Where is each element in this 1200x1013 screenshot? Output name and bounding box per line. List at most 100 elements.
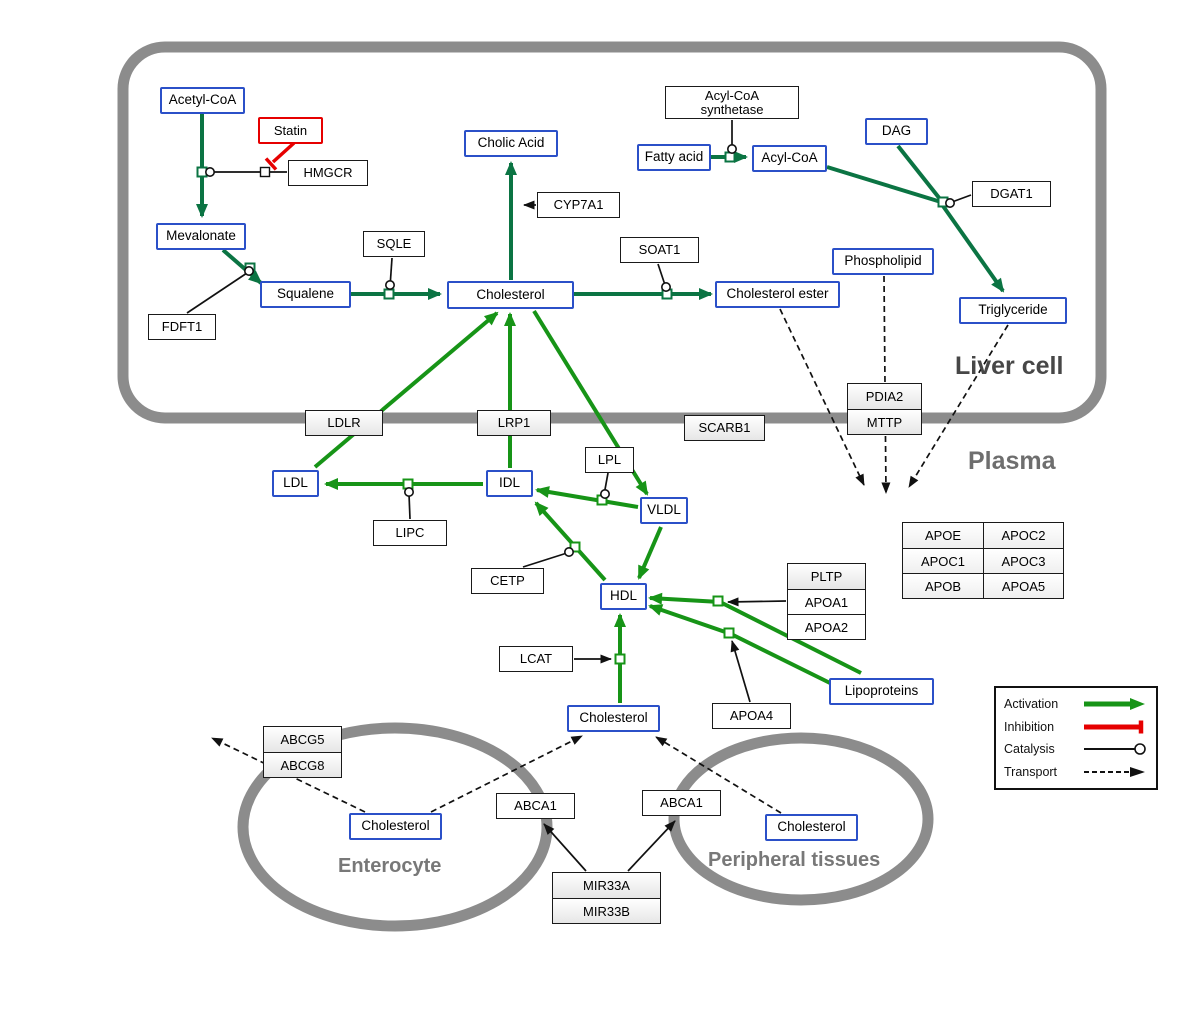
stack-mir33: MIR33A MIR33B xyxy=(552,872,661,924)
edge-cholesterolester-plasma xyxy=(779,308,865,486)
node-cholesterol-liver[interactable]: Cholesterol xyxy=(447,281,574,309)
node-fdft1[interactable]: FDFT1 xyxy=(148,314,216,340)
node-cholesterol-plasma[interactable]: Cholesterol xyxy=(567,705,660,732)
edge-fdft1-catalysis xyxy=(186,272,248,314)
catalysis-anchors xyxy=(205,144,955,557)
node-acetyl-coa[interactable]: Acetyl-CoA xyxy=(160,87,245,114)
node-cetp[interactable]: CETP xyxy=(471,568,544,594)
legend-transport-label: Transport xyxy=(1004,764,1058,779)
conversion-edges xyxy=(196,114,1005,300)
node-acyl-coa-synthetase[interactable]: Acyl-CoA synthetase xyxy=(665,86,799,119)
node-statin[interactable]: Statin xyxy=(258,117,323,144)
activation-edges xyxy=(313,309,862,703)
node-apob[interactable]: APOB xyxy=(903,573,983,598)
peripheral-tissues-label: Peripheral tissues xyxy=(708,849,881,871)
node-apoa2[interactable]: APOA2 xyxy=(788,614,865,639)
legend-activation: Activation xyxy=(1004,693,1148,715)
node-idl[interactable]: IDL xyxy=(486,470,533,497)
node-dgat1[interactable]: DGAT1 xyxy=(972,181,1051,207)
enterocyte-label: Enterocyte xyxy=(338,855,442,877)
edge-mir33-abca1-left xyxy=(543,823,587,872)
node-lipoproteins[interactable]: Lipoproteins xyxy=(829,678,934,705)
node-ldlr[interactable]: LDLR xyxy=(305,410,383,436)
catalysis-symbol xyxy=(1084,743,1146,756)
node-abcg8[interactable]: ABCG8 xyxy=(264,752,341,777)
node-cholic-acid[interactable]: Cholic Acid xyxy=(464,130,558,157)
legend-catalysis-label: Catalysis xyxy=(1004,742,1055,757)
edge-triglyceride-plasma xyxy=(908,324,1009,488)
node-apoc1[interactable]: APOC1 xyxy=(903,548,983,573)
node-squalene[interactable]: Squalene xyxy=(260,281,351,308)
node-lrp1[interactable]: LRP1 xyxy=(477,410,551,436)
edge-apoa4-arrow xyxy=(730,640,751,703)
node-vldl[interactable]: VLDL xyxy=(640,497,688,524)
stack-pltp-apoa1-apoa2: PLTP APOA1 APOA2 xyxy=(787,563,866,640)
node-abcg5[interactable]: ABCG5 xyxy=(264,727,341,752)
node-cholesterol-peripheral[interactable]: Cholesterol xyxy=(765,814,858,841)
node-apoa5[interactable]: APOA5 xyxy=(983,573,1063,598)
edge-peripheral-to-plasma-cholesterol xyxy=(655,736,782,814)
node-lcat[interactable]: LCAT xyxy=(499,646,573,672)
node-cyp7a1[interactable]: CYP7A1 xyxy=(537,192,620,218)
edge-vldl-idl xyxy=(535,486,639,509)
node-apoe[interactable]: APOE xyxy=(903,523,983,548)
legend-transport: Transport xyxy=(1004,761,1148,783)
edge-mir33-abca1-right xyxy=(627,820,676,872)
legend: Activation Inhibition Catalysis Transpor… xyxy=(994,686,1158,790)
activation-symbol xyxy=(1084,698,1145,711)
edge-dgat1-catalysis xyxy=(951,194,972,203)
edge-lipc-catalysis xyxy=(408,493,411,520)
edge-mevalonate-squalene xyxy=(221,248,263,285)
acs-line2: synthetase xyxy=(700,101,764,117)
liver-cell-label: Liver cell xyxy=(955,352,1064,380)
legend-catalysis: Catalysis xyxy=(1004,738,1148,760)
node-phospholipid[interactable]: Phospholipid xyxy=(832,248,934,275)
node-apoa4[interactable]: APOA4 xyxy=(712,703,791,729)
node-hmgcr[interactable]: HMGCR xyxy=(288,160,368,186)
legend-activation-label: Activation xyxy=(1004,697,1059,712)
node-hdl[interactable]: HDL xyxy=(600,583,647,610)
node-apoa1[interactable]: APOA1 xyxy=(788,589,865,614)
edge-cetp-catalysis xyxy=(522,552,568,568)
node-lpl[interactable]: LPL xyxy=(585,447,634,473)
node-pltp[interactable]: PLTP xyxy=(788,564,865,589)
transport-symbol xyxy=(1084,766,1145,777)
node-soat1[interactable]: SOAT1 xyxy=(620,237,699,263)
node-abca1-right[interactable]: ABCA1 xyxy=(642,790,721,816)
edge-phospholipid-plasma xyxy=(881,275,891,494)
node-cholesterol-ester[interactable]: Cholesterol ester xyxy=(715,281,840,308)
inhibition-symbol xyxy=(1084,720,1144,734)
node-cholesterol-enterocyte[interactable]: Cholesterol xyxy=(349,813,442,840)
node-mevalonate[interactable]: Mevalonate xyxy=(156,223,246,250)
acs-line1: Acyl-CoA xyxy=(704,87,760,103)
edge-ldl-cholesterol xyxy=(313,311,499,469)
stack-abcg5-abcg8: ABCG5 ABCG8 xyxy=(263,726,342,778)
node-triglyceride[interactable]: Triglyceride xyxy=(959,297,1067,324)
edge-dag-dgat1 xyxy=(896,144,942,201)
node-mir33a[interactable]: MIR33A xyxy=(553,873,660,898)
catalysis-edges xyxy=(186,120,972,872)
node-scarb1[interactable]: SCARB1 xyxy=(684,415,765,441)
node-fatty-acid[interactable]: Fatty acid xyxy=(637,144,711,171)
edge-pltp-arrow xyxy=(727,597,787,607)
node-mir33b[interactable]: MIR33B xyxy=(553,898,660,923)
node-dag[interactable]: DAG xyxy=(865,118,928,145)
node-ldl[interactable]: LDL xyxy=(272,470,319,497)
legend-inhibition: Inhibition xyxy=(1004,716,1148,738)
legend-inhibition-label: Inhibition xyxy=(1004,719,1055,734)
edge-soat1-catalysis xyxy=(657,263,666,286)
node-abca1-left[interactable]: ABCA1 xyxy=(496,793,575,819)
node-acyl-coa[interactable]: Acyl-CoA xyxy=(752,145,827,172)
edge-dgat1-triglyceride xyxy=(941,204,1005,293)
node-lipc[interactable]: LIPC xyxy=(373,520,447,546)
node-mttp[interactable]: MTTP xyxy=(848,409,921,434)
node-sqle[interactable]: SQLE xyxy=(363,231,425,257)
node-apoc3[interactable]: APOC3 xyxy=(983,548,1063,573)
node-apoc2[interactable]: APOC2 xyxy=(983,523,1063,548)
edge-vldl-hdl xyxy=(637,526,663,580)
node-pdia2[interactable]: PDIA2 xyxy=(848,384,921,409)
apolipoprotein-table: APOE APOC2 APOC1 APOC3 APOB APOA5 xyxy=(902,522,1064,599)
plasma-label: Plasma xyxy=(968,447,1056,475)
